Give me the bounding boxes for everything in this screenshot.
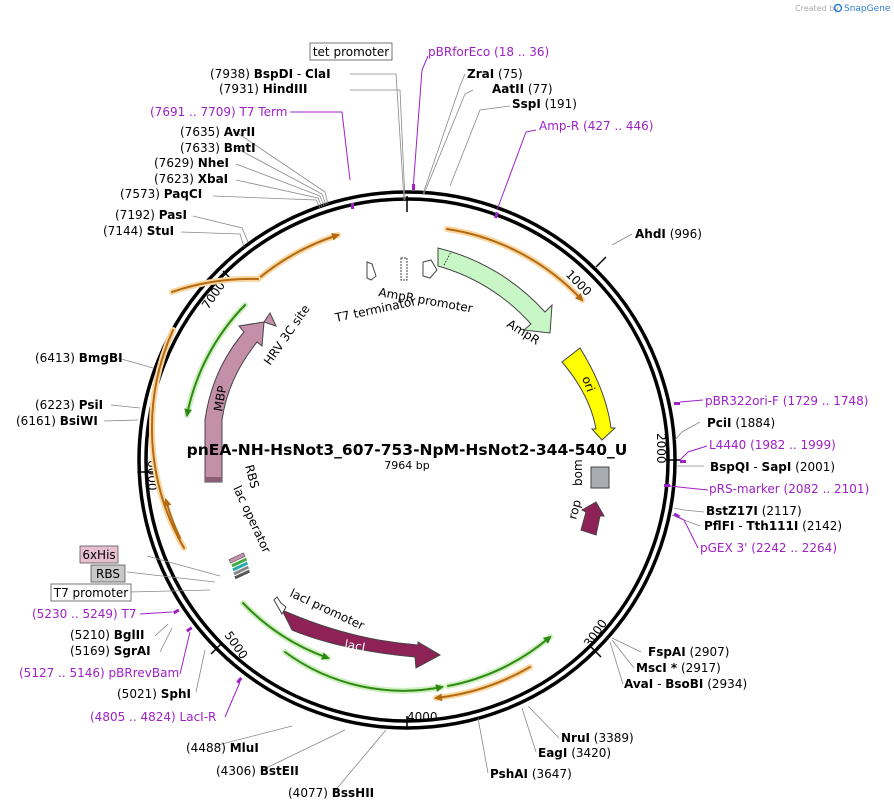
rbs-box-label: RBS xyxy=(96,567,120,581)
primer-pbrrevbam: (5127 .. 5146) pBRrevBam xyxy=(19,666,179,680)
enzyme-bmti: (7633) BmtI xyxy=(180,141,256,155)
enzyme-paqci: (7573) PaqCI xyxy=(120,187,202,201)
enzyme-mlui: (4488) MluI xyxy=(186,741,259,755)
enzyme-stui: (7144) StuI xyxy=(103,224,174,238)
t7-terminator-hatch xyxy=(400,257,408,281)
t7-terminator-label: T7 terminator xyxy=(333,294,418,325)
tick-4000: 4000 xyxy=(407,710,438,724)
enzyme-msci: MscI * (2917) xyxy=(636,661,721,675)
ori-arrow xyxy=(561,347,617,441)
enzyme-bmgbi: (6413) BmgBI xyxy=(35,351,123,365)
hrv-label: HRV 3C site xyxy=(261,302,313,368)
primer-marks xyxy=(172,184,686,684)
enzyme-bsteii: (4306) BstEII xyxy=(216,764,299,778)
enzyme-bspdi: (7938) BspDI - ClaI xyxy=(210,67,331,81)
ampr-start xyxy=(443,251,452,266)
tick-3000: 3000 xyxy=(581,617,610,650)
primer-t7-term: (7691 .. 7709) T7 Term xyxy=(150,105,287,119)
bom-label: bom xyxy=(571,459,585,486)
enzyme-xbai: (7623) XbaI xyxy=(154,172,228,186)
enzyme-avrii: (7635) AvrII xyxy=(180,125,255,139)
enzyme-avai: AvaI - BsoBI (2934) xyxy=(624,677,747,691)
enzyme-nrui: NruI (3389) xyxy=(561,731,634,745)
svg-text:Created by: Created by xyxy=(795,4,839,13)
6xhis-label: 6xHis xyxy=(82,548,115,562)
tet-promoter-label: tet promoter xyxy=(313,45,389,59)
lac-operator-cluster xyxy=(228,552,251,580)
primer-amp-r: Amp-R (427 .. 446) xyxy=(539,119,653,133)
enzyme-zrai: ZraI (75) xyxy=(467,67,523,81)
enzyme-ahdi: AhdI (996) xyxy=(635,227,702,241)
leader-lines xyxy=(103,73,705,794)
mbp-end xyxy=(205,477,222,482)
rbs-box xyxy=(90,564,126,583)
enzyme-sgrai: (5169) SgrAI xyxy=(70,644,151,658)
enzyme-labels-right: ZraI (75) AatII (77) SspI (191) AhdI (99… xyxy=(467,67,842,781)
primer-t7: (5230 .. 5249) T7 xyxy=(32,607,137,621)
enzyme-eagi: EagI (3420) xyxy=(538,746,611,760)
ampr-promoter-glyph xyxy=(422,259,438,279)
snapgene-logo-icon xyxy=(833,3,843,13)
mbp-arrow xyxy=(204,321,265,483)
bom-box xyxy=(590,466,610,489)
primer-pbr322ori-f: pBR322ori-F (1729 .. 1748) xyxy=(705,394,868,408)
enzyme-pasi: (7192) PasI xyxy=(115,208,187,222)
laci-promoter-glyph xyxy=(273,596,287,616)
primer-lines xyxy=(139,55,709,718)
enzyme-nhei: (7629) NheI xyxy=(154,156,229,170)
hrv-glyph xyxy=(263,311,277,327)
snapgene-watermark: Created by SnapGene xyxy=(795,3,891,14)
6xhis-box xyxy=(79,545,119,564)
enzyme-bsiwi: (6161) BsiWI xyxy=(16,414,98,428)
plasmid-name: pnEA-NH-HsNot3_607-753-NpM-HsNot2-344-54… xyxy=(187,441,628,459)
rop-arrow xyxy=(580,501,605,536)
enzyme-labels-left: (7938) BspDI - ClaI (7931) HindIII (7635… xyxy=(16,67,374,800)
enzyme-aatii: AatII (77) xyxy=(492,82,553,96)
enzyme-fspai: FspAI (2907) xyxy=(648,645,729,659)
primer-l4440: L4440 (1982 .. 1999) xyxy=(709,438,836,452)
ori-label: ori xyxy=(579,374,597,393)
enzyme-sspi: SspI (191) xyxy=(512,97,577,111)
enzyme-bstz17i: BstZ17I (2117) xyxy=(706,504,802,518)
tick-2000: 2000 xyxy=(654,433,668,464)
enzyme-bglii: (5210) BglII xyxy=(70,628,145,642)
enzyme-sphi: (5021) SphI xyxy=(117,687,191,701)
t7-promoter-box xyxy=(50,583,132,602)
ampr-arrow xyxy=(437,247,553,334)
enzyme-pshai: PshAI (3647) xyxy=(490,767,572,781)
enzyme-bsshii: (4077) BssHII xyxy=(288,786,374,800)
t7-promoter-label: T7 promoter xyxy=(53,586,129,600)
rbs-label: RBS xyxy=(242,463,262,490)
enzyme-psii: (6223) PsiI xyxy=(35,398,103,412)
tick-marks xyxy=(140,196,680,728)
primer-labels: pBRforEco (18 .. 36) (7691 .. 7709) T7 T… xyxy=(19,45,869,724)
enzyme-pflfi: PflFI - Tth111I (2142) xyxy=(704,519,842,533)
primer-pbrforeco: pBRforEco (18 .. 36) xyxy=(428,45,549,59)
green-arcs xyxy=(184,302,553,694)
primer-laci-r: (4805 .. 4824) LacI-R xyxy=(90,710,216,724)
primer-prs-marker: pRS-marker (2082 .. 2101) xyxy=(709,482,869,496)
plasmid-size: 7964 bp xyxy=(384,459,429,472)
laci-label: lacI xyxy=(343,637,366,654)
svg-text:SnapGene: SnapGene xyxy=(844,4,891,14)
orf-arcs xyxy=(148,226,585,702)
rop-label: rop xyxy=(565,498,584,521)
enzyme-bspqi: BspQI - SapI (2001) xyxy=(710,460,835,474)
primer-pgex3: pGEX 3' (2242 .. 2264) xyxy=(700,541,837,555)
tet-promoter-box xyxy=(309,42,393,61)
t7-terminator-glyph xyxy=(366,261,377,281)
enzyme-pcii: PciI (1884) xyxy=(707,416,775,430)
laci-arrow xyxy=(280,608,442,669)
enzyme-hindiii: (7931) HindIII xyxy=(219,82,307,96)
lac-operator-label: lac operator xyxy=(230,483,273,555)
mbp-label: MBP xyxy=(211,385,229,413)
